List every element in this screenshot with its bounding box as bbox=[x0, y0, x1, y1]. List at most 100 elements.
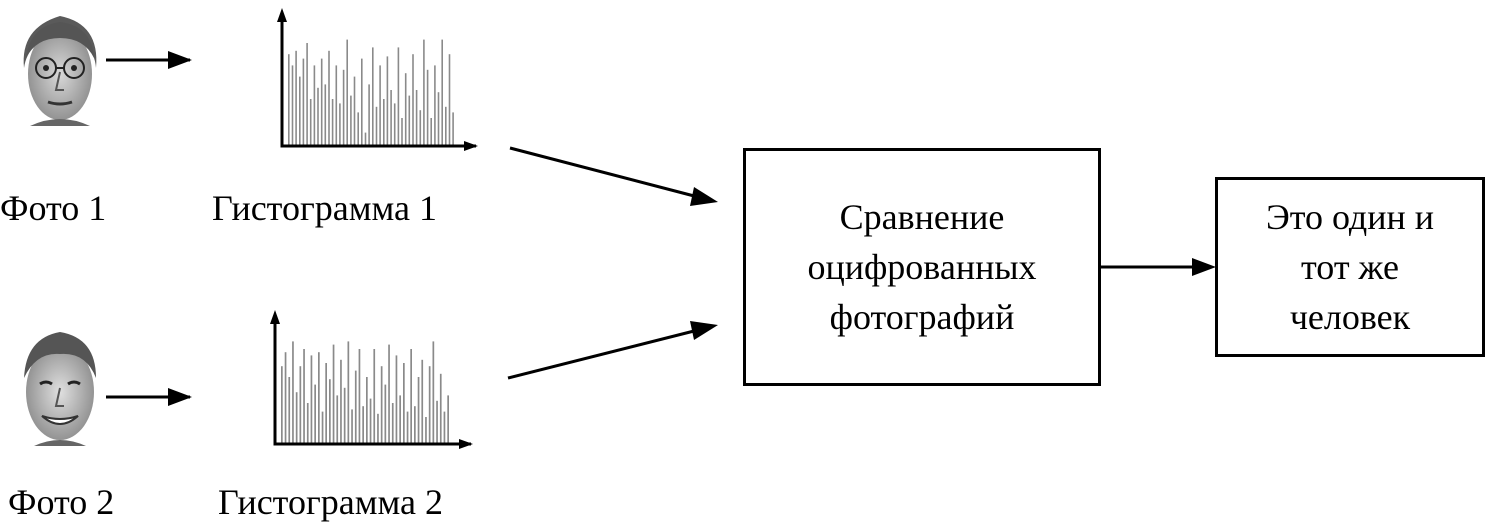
histogram-bar bbox=[386, 56, 389, 146]
arrow-compare-head bbox=[1192, 258, 1216, 276]
histogram-x-arrow bbox=[464, 141, 478, 151]
histogram-bar bbox=[421, 359, 424, 444]
histogram-bar bbox=[415, 90, 418, 146]
histogram-bar bbox=[291, 65, 294, 146]
histogram-bar bbox=[318, 352, 320, 444]
histogram-bar bbox=[303, 349, 305, 444]
arrow-photo-2-head bbox=[168, 388, 192, 406]
histogram-bar bbox=[380, 366, 383, 444]
histogram-bar bbox=[447, 395, 449, 444]
histogram-bar bbox=[432, 341, 435, 444]
histogram-bar bbox=[419, 110, 422, 146]
result-box-line-2: тот же bbox=[1301, 247, 1399, 287]
histogram-bar bbox=[350, 95, 352, 146]
arrow-histogram-2-head bbox=[690, 321, 718, 340]
histogram-bar bbox=[306, 43, 308, 146]
compare-box-line-1: Сравнение bbox=[839, 197, 1005, 237]
histogram-bar bbox=[375, 106, 378, 146]
histogram-bar bbox=[347, 341, 350, 444]
arrow-photo-1-head bbox=[168, 51, 192, 69]
photo-1-label: Фото 1 bbox=[0, 188, 107, 228]
histogram-y-arrow bbox=[277, 8, 287, 22]
histogram-bar bbox=[361, 58, 363, 146]
histogram-bar bbox=[412, 54, 414, 147]
histogram-bar bbox=[437, 92, 440, 146]
histogram-bar bbox=[343, 387, 346, 444]
histogram-bar bbox=[417, 377, 420, 444]
histogram-bar bbox=[362, 406, 364, 444]
histogram-1-chart bbox=[277, 8, 478, 151]
histogram-bar bbox=[335, 65, 338, 146]
histogram-bar bbox=[423, 39, 425, 146]
result-box-line-1: Это один и bbox=[1265, 197, 1435, 237]
compare-photos-box: Сравнение оцифрованных фотографий bbox=[743, 148, 1101, 386]
histogram-bar bbox=[383, 99, 385, 146]
compare-box-line-3: фотографий bbox=[829, 297, 1015, 337]
histogram-bar bbox=[292, 341, 294, 444]
histogram-bar bbox=[332, 344, 335, 444]
histogram-bar bbox=[310, 355, 313, 444]
histogram-bar bbox=[364, 132, 367, 146]
histogram-2-label: Гистограмма 2 bbox=[218, 482, 443, 522]
histogram-bar bbox=[401, 118, 403, 146]
histogram-bar bbox=[346, 39, 348, 146]
histogram-bar bbox=[436, 400, 438, 444]
histogram-bar bbox=[314, 384, 316, 444]
histogram-bar bbox=[357, 112, 359, 146]
histogram-bar bbox=[354, 370, 357, 444]
histogram-bar bbox=[393, 103, 396, 146]
histogram-bar bbox=[331, 99, 334, 146]
histogram-bar bbox=[299, 76, 301, 146]
histogram-bar bbox=[379, 65, 381, 146]
histogram-bar bbox=[404, 73, 407, 146]
histogram-bar bbox=[299, 366, 302, 444]
histogram-bar bbox=[448, 54, 451, 147]
histogram-bar bbox=[295, 392, 298, 444]
histogram-bar bbox=[388, 344, 390, 444]
photo-2-label: Фото 2 bbox=[8, 482, 115, 522]
histogram-bar bbox=[397, 47, 400, 146]
histogram-bar bbox=[288, 54, 290, 147]
histogram-bar bbox=[395, 355, 398, 444]
histogram-bar bbox=[391, 403, 394, 444]
histogram-bar bbox=[339, 103, 341, 146]
histogram-bar bbox=[434, 65, 436, 146]
histogram-axes bbox=[280, 14, 476, 148]
histogram-bar bbox=[329, 379, 331, 444]
histogram-bar bbox=[384, 384, 387, 444]
histogram-bar bbox=[369, 398, 372, 444]
histogram-bar bbox=[452, 112, 454, 146]
histogram-bar bbox=[336, 395, 339, 444]
histogram-1-label: Гистограмма 1 bbox=[212, 188, 437, 228]
arrow-histogram-1-head bbox=[690, 187, 718, 206]
histogram-bar bbox=[342, 69, 345, 146]
histogram-bar bbox=[414, 406, 416, 444]
histogram-bar bbox=[324, 84, 327, 146]
histogram-bar bbox=[428, 366, 431, 444]
result-box-line-3: человек bbox=[1289, 297, 1411, 337]
histogram-bar bbox=[443, 411, 446, 444]
histogram-bar bbox=[441, 39, 443, 146]
histogram-bar bbox=[321, 411, 324, 444]
arrow-histogram-1-to-compare bbox=[509, 146, 699, 199]
histogram-bar bbox=[351, 409, 353, 444]
histogram-bar bbox=[373, 349, 376, 444]
histogram-y-arrow bbox=[270, 310, 280, 324]
histogram-bar bbox=[372, 47, 374, 146]
histogram-bar bbox=[399, 395, 401, 444]
photo-2-face-image bbox=[14, 322, 106, 446]
histogram-bar bbox=[408, 95, 411, 146]
histogram-bar bbox=[325, 363, 327, 444]
histogram-bar bbox=[340, 359, 342, 444]
histogram-bar bbox=[403, 363, 405, 444]
histogram-bar bbox=[281, 366, 283, 444]
histogram-bar bbox=[288, 377, 291, 444]
histogram-bar bbox=[302, 58, 305, 146]
histogram-bar bbox=[358, 349, 361, 444]
histogram-bar bbox=[353, 76, 356, 146]
arrow-histogram-2-to-compare bbox=[507, 328, 699, 380]
histogram-bar bbox=[284, 352, 287, 444]
histogram-bar bbox=[317, 87, 319, 146]
photo-1-face-image bbox=[14, 8, 106, 126]
histogram-bar bbox=[320, 58, 323, 146]
